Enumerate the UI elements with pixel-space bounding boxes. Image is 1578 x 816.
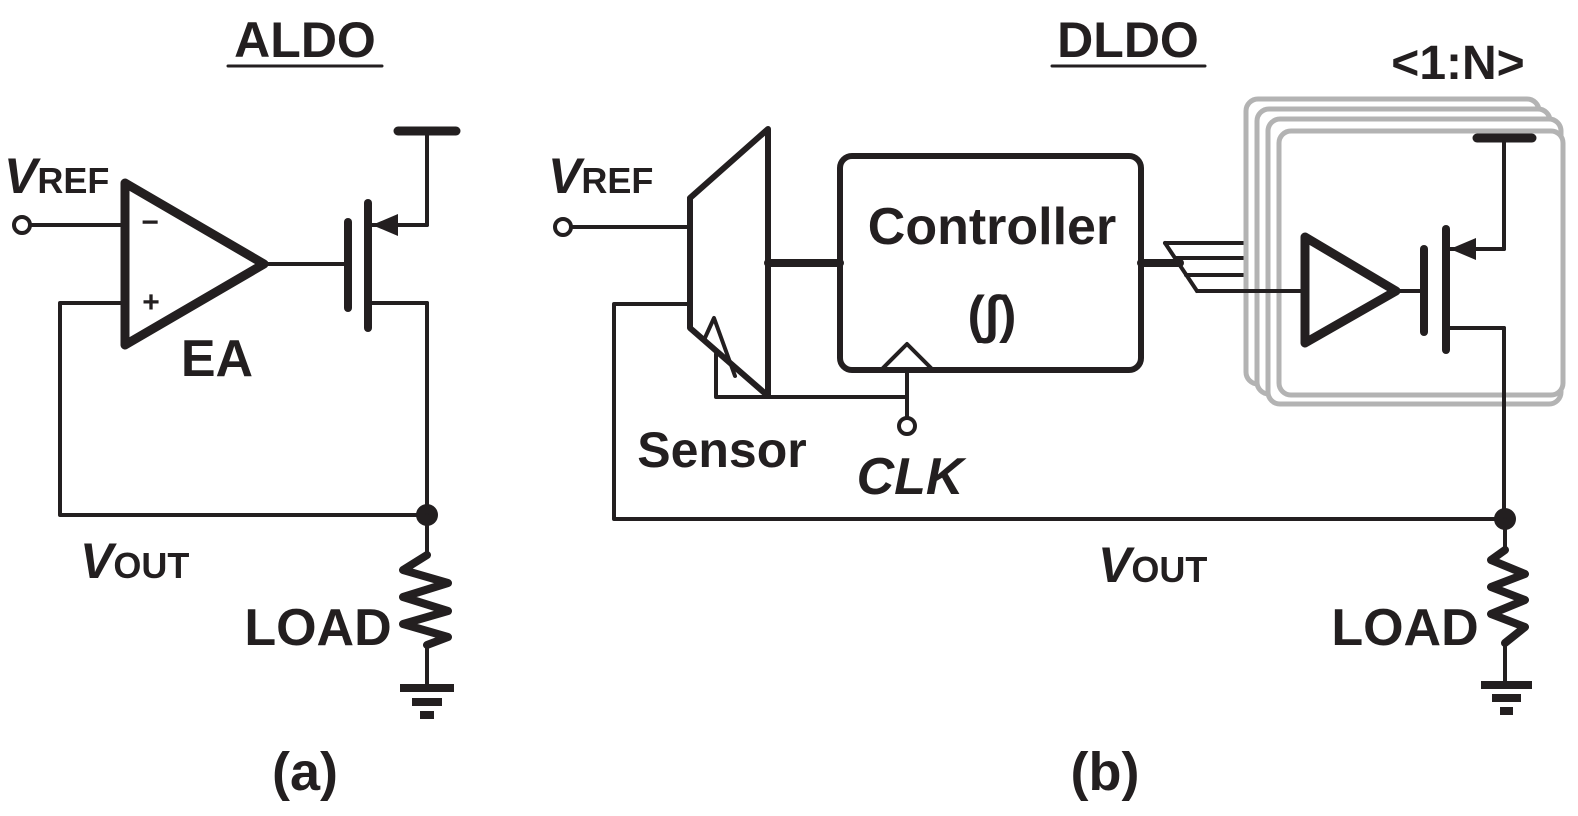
dldo-vref-label: VREF — [548, 148, 653, 204]
aldo-load-label: LOAD — [244, 599, 391, 657]
aldo-minus-sign: − — [141, 206, 159, 239]
dldo-title: DLDO — [1057, 12, 1199, 68]
dldo-panel: DLDO VREF Sensor Controller (∫) CLK — [548, 12, 1566, 802]
aldo-vref-terminal-icon — [12, 215, 32, 235]
dldo-vout-label: VOUT — [1098, 537, 1207, 593]
sensor-block-icon — [687, 126, 909, 399]
power-cell-array — [1243, 96, 1566, 407]
aldo-load-resistor-icon — [399, 513, 452, 690]
controller-integrator-label: (∫) — [968, 286, 1017, 344]
aldo-feedback-wire — [58, 301, 429, 517]
aldo-vout-label: VOUT — [80, 533, 189, 589]
dldo-feedback-wire — [612, 302, 1507, 521]
dldo-load-resistor-icon — [1487, 517, 1529, 687]
aldo-title: ALDO — [234, 12, 376, 68]
dldo-vref-terminal-icon — [553, 217, 573, 237]
clk-terminal-icon — [897, 416, 917, 436]
driver-buffer-icon — [1300, 232, 1401, 348]
dldo-load-label: LOAD — [1331, 599, 1478, 657]
aldo-plus-sign: + — [142, 286, 160, 319]
aldo-ground-icon — [400, 684, 454, 719]
error-amplifier-icon — [120, 178, 269, 350]
controller-label: Controller — [868, 198, 1116, 256]
array-index-label: <1:N> — [1391, 37, 1524, 90]
dldo-caption: (b) — [1071, 742, 1140, 802]
clock-input-icon — [881, 342, 933, 370]
controller-block: Controller (∫) — [837, 153, 1144, 373]
aldo-caption: (a) — [272, 742, 338, 802]
dldo-ground-icon — [1481, 681, 1532, 715]
dldo-pmos-transistor-icon — [1420, 133, 1537, 521]
sensor-label: Sensor — [637, 422, 807, 478]
aldo-panel: ALDO VREF − + EA VOUT — [4, 12, 461, 802]
aldo-pmos-transistor-icon — [344, 126, 461, 517]
aldo-vref-label: VREF — [4, 148, 109, 204]
aldo-amp-label: EA — [181, 330, 253, 388]
clk-label: CLK — [857, 448, 967, 506]
